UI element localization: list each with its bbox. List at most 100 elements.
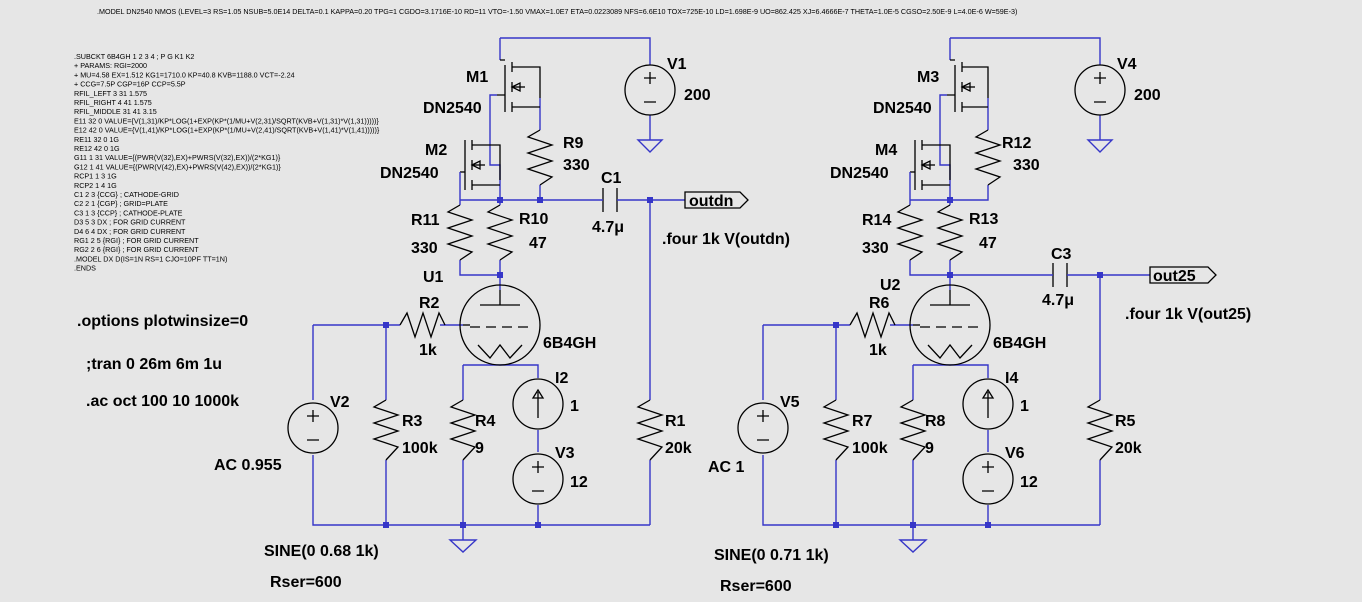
label-v4: V4 [1117,56,1137,73]
resistor-r7[interactable] [821,399,851,461]
subckt-line: G12 1 41 VALUE={(PWR(V(42),EX)+PWRS(V(42… [74,162,281,171]
label-v3-value: 12 [570,474,588,491]
label-r13: R13 [969,211,998,228]
resistor-r6[interactable] [849,310,896,340]
label-r7: R7 [852,413,873,430]
subckt-line: G11 1 31 VALUE={(PWR(V(32),EX)+PWRS(V(32… [74,153,281,162]
mosfet-m2[interactable] [459,140,501,200]
label-m2: M2 [425,142,447,159]
resistor-r14[interactable] [895,204,925,261]
subckt-line: RCP2 1 4 1G [74,181,117,190]
voltage-source-v4[interactable] [1074,64,1126,116]
label-r11-value: 330 [411,240,438,257]
label-r12-value: 330 [1013,157,1040,174]
label-r8: R8 [925,413,946,430]
label-i4: I4 [1005,370,1018,387]
current-source-i4[interactable] [962,378,1014,430]
label-v5-sine: SINE(0 0.71 1k) [714,547,829,564]
resistor-r5[interactable] [1085,399,1115,461]
label-r13-value: 47 [979,235,997,252]
capacitor-c1[interactable] [600,188,620,212]
subckt-line: .SUBCKT 6B4GH 1 2 3 4 ; P G K1 K2 [74,52,194,61]
subckt-line: + PARAMS: RGI=2000 [74,61,147,70]
label-u1-value: 6B4GH [543,335,596,352]
voltage-source-v1[interactable] [624,64,676,116]
resistor-r1[interactable] [635,399,665,461]
label-v3: V3 [555,445,575,462]
subckt-line: C2 2 1 {CGP} ; GRID=PLATE [74,199,168,208]
resistor-r2[interactable] [399,310,446,340]
resistor-r4[interactable] [448,399,478,461]
subckt-line: RFIL_LEFT 3 31 1.575 [74,89,147,98]
label-u1: U1 [423,269,444,286]
label-r14-value: 330 [862,240,889,257]
right-circuit: out25 [737,37,1217,553]
label-r5-value: 20k [1115,440,1142,457]
label-r1: R1 [665,413,686,430]
resistor-r12[interactable] [973,129,1003,186]
label-r11: R11 [411,212,440,229]
subckt-line: D4 6 4 DX ; FOR GRID CURRENT [74,227,186,236]
label-i2-value: 1 [570,398,579,415]
resistor-r10[interactable] [485,204,515,261]
label-v4-value: 200 [1134,87,1161,104]
four-directive-outdn[interactable]: .four 1k V(outdn) [662,231,790,248]
current-source-i2[interactable] [512,378,564,430]
label-i2: I2 [555,370,568,387]
subckt-line: E11 32 0 VALUE={V(1,31)/KP*LOG(1+EXP(KP*… [74,116,379,125]
label-m2-value: DN2540 [380,165,439,182]
net-flag-outdn[interactable] [684,191,749,209]
subckt-line: + MU=4.58 EX=1.512 KG1=1710.0 KP=40.8 KV… [74,70,295,79]
subckt-line: + CCG=7.5P CGP=16P CCP=5.5P [74,80,186,89]
mosfet-m4[interactable] [909,140,951,200]
label-r6-value: 1k [869,342,887,359]
label-m3: M3 [917,69,939,86]
label-v1-value: 200 [684,87,711,104]
four-directive-out25[interactable]: .four 1k V(out25) [1125,306,1251,323]
label-v2-sine: SINE(0 0.68 1k) [264,543,379,560]
capacitor-c3[interactable] [1050,263,1070,287]
label-r12: R12 [1002,135,1031,152]
label-i4-value: 1 [1020,398,1029,415]
ac-directive[interactable]: .ac oct 100 10 1000k [86,393,239,410]
resistor-r8[interactable] [898,399,928,461]
net-flag-out25[interactable] [1149,266,1217,284]
label-v5-ac: AC 1 [708,459,745,476]
model-line: .MODEL DN2540 NMOS (LEVEL=3 RS=1.05 NSUB… [97,7,1017,16]
subckt-line: RG2 2 6 {RGI} ; FOR GRID CURRENT [74,245,199,254]
resistor-r3[interactable] [371,399,401,461]
label-v5-rser: Rser=600 [720,578,792,595]
label-v6: V6 [1005,445,1025,462]
vacuum-tube-u2[interactable] [909,284,991,366]
voltage-source-v3[interactable] [512,453,564,505]
label-u2: U2 [880,277,901,294]
options-directive[interactable]: .options plotwinsize=0 [77,313,248,330]
subckt-line: RE12 42 0 1G [74,144,120,153]
subckt-line: RFIL_RIGHT 4 41 1.575 [74,98,152,107]
label-r14: R14 [862,212,891,229]
resistor-r9[interactable] [525,129,555,186]
label-r3-value: 100k [402,440,438,457]
mosfet-m3[interactable] [939,59,989,142]
vacuum-tube-u1[interactable] [459,284,541,366]
tran-directive[interactable]: ;tran 0 26m 6m 1u [86,356,222,373]
label-r3: R3 [402,413,423,430]
voltage-source-v6[interactable] [962,453,1014,505]
net-label-out25: out25 [1153,268,1196,285]
voltage-source-v5[interactable] [737,402,789,454]
label-r2: R2 [419,295,440,312]
label-m1: M1 [466,69,488,86]
voltage-source-v2[interactable] [287,402,339,454]
subckt-line: RCP1 1 3 1G [74,172,117,181]
resistor-r11[interactable] [445,204,475,261]
label-v5: V5 [780,394,800,411]
label-v2-rser: Rser=600 [270,574,342,591]
label-r7-value: 100k [852,440,888,457]
mosfet-m1[interactable] [489,59,541,142]
label-m4: M4 [875,142,897,159]
resistor-r13[interactable] [935,204,965,261]
label-c3: C3 [1051,246,1072,263]
label-r10: R10 [519,211,548,228]
label-m3-value: DN2540 [873,100,932,117]
subckt-line: E12 42 0 VALUE={V(1,41)/KP*LOG(1+EXP(KP*… [74,126,380,135]
